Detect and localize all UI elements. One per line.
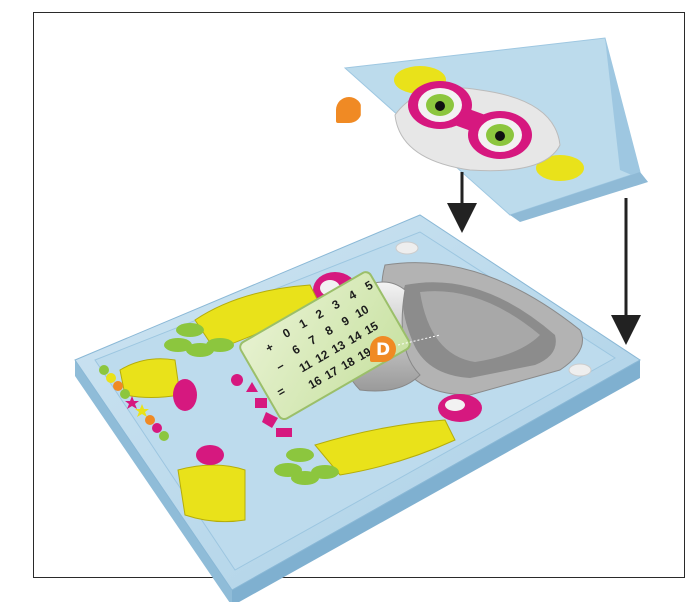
panel-number: 19 (355, 344, 374, 363)
robot-feet (119, 358, 246, 523)
label-d-text: D (376, 340, 390, 360)
star-icon (125, 396, 139, 409)
tray-box (74, 214, 641, 602)
panel-number: 17 (322, 363, 341, 382)
robot-eyes (408, 81, 532, 159)
panel-number: 16 (306, 373, 325, 392)
panel-number: 10 (353, 302, 372, 321)
shape-tabs (231, 374, 292, 437)
panel-number: 15 (362, 318, 381, 337)
panel-number: 14 (346, 328, 365, 347)
lower-hand-fingers (274, 448, 339, 485)
assembly-arrows (447, 172, 641, 345)
illustration-frame (33, 12, 685, 578)
panel-number: 12 (313, 347, 332, 366)
label-badge-e: E (336, 97, 371, 123)
number-panel: 01234567891011121314151617181920 +−= (239, 271, 411, 421)
upper-hand-fingers (164, 323, 234, 357)
star-outline-icon (135, 404, 149, 417)
visor-piece-e (343, 37, 648, 222)
robot-lower-arm (274, 394, 482, 485)
robot-upper-arm (164, 272, 357, 357)
panel-number: 18 (339, 354, 358, 373)
panel-number: 13 (329, 337, 348, 356)
label-badge-d: D (370, 334, 441, 362)
label-e-text: E (359, 101, 371, 121)
face-cavity (381, 262, 583, 396)
symbol-strip (99, 365, 169, 441)
